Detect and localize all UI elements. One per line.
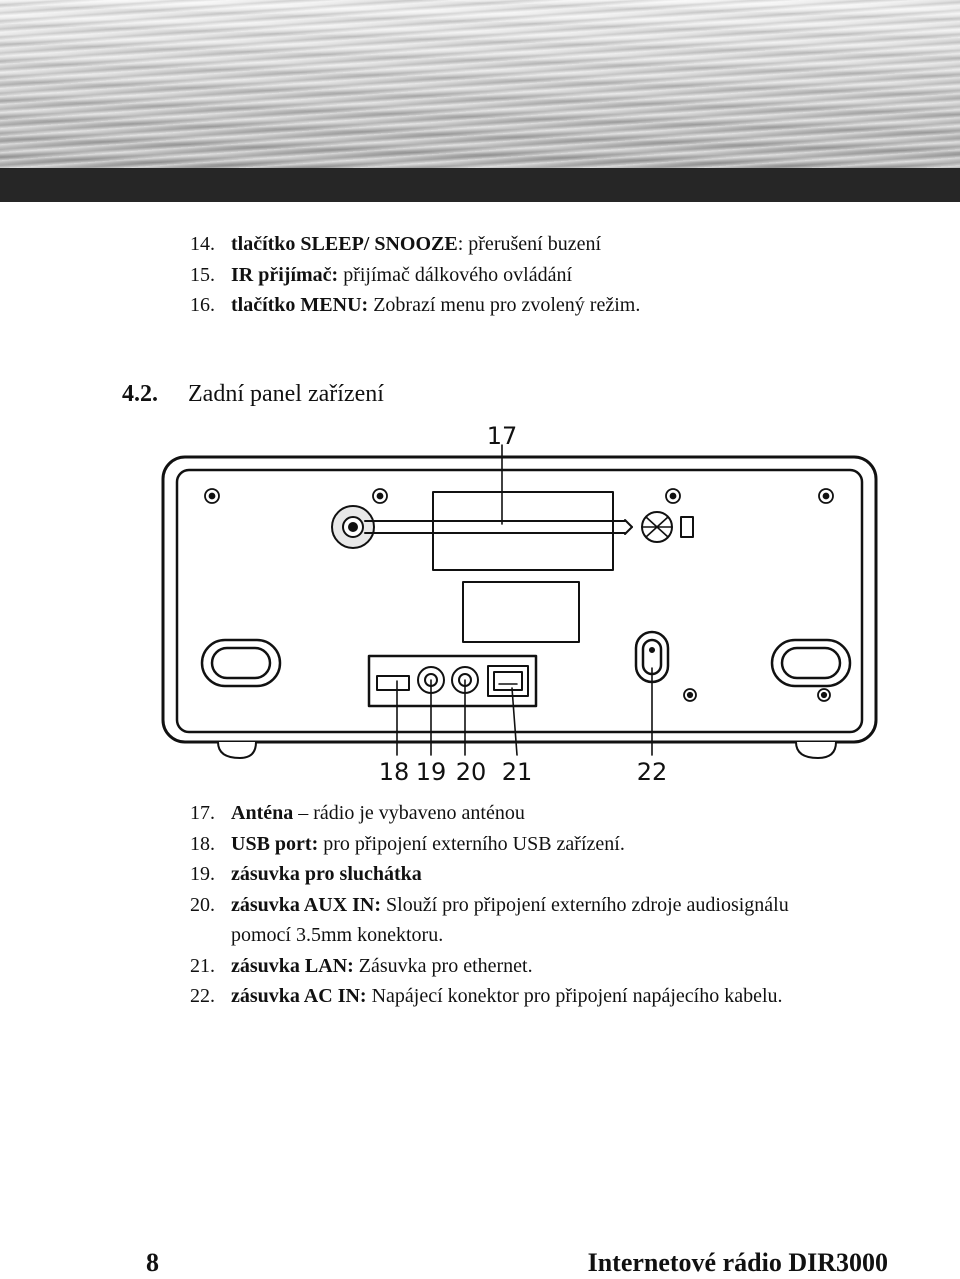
item-text: : přerušení buzení	[457, 233, 601, 255]
list-item: 18. USB port: pro připojení externího USB…	[190, 829, 789, 860]
item-number: 22.	[190, 985, 215, 1007]
callout-21: 21	[502, 758, 533, 786]
item-term: tlačítko MENU:	[231, 294, 369, 316]
item-term: zásuvka LAN:	[231, 954, 354, 977]
lan-port-icon	[487, 665, 529, 697]
handle-recess-left	[200, 638, 282, 688]
item-number: 17.	[190, 802, 215, 824]
bottom-list: 17. Anténa – rádio je vybaveno anténou 18…	[190, 798, 789, 1012]
list-item: 20. zásuvka AUX IN: Slouží pro připojení …	[190, 890, 789, 951]
item-number: 14.	[190, 233, 215, 255]
list-item: 14. tlačítko SLEEP/ SNOOZE: přerušení buz…	[190, 229, 640, 260]
list-item: 16. tlačítko MENU: Zobrazí menu pro zvole…	[190, 290, 640, 321]
product-title: Internetové rádio DIR3000	[587, 1248, 888, 1277]
item-number: 18.	[190, 832, 215, 855]
callout-17: 17	[487, 422, 518, 450]
item-number: 16.	[190, 294, 215, 316]
item-text-continued: pomocí 3.5mm konektoru.	[231, 924, 444, 946]
item-text: přijímač dálkového ovládání	[338, 263, 573, 286]
item-term: zásuvka pro sluchátka	[231, 863, 422, 885]
callout-22: 22	[637, 758, 668, 786]
list-item: 19. zásuvka pro sluchátka	[190, 859, 789, 890]
item-text: Napájecí konektor pro připojení napájecí…	[366, 985, 783, 1007]
callout-20: 20	[456, 758, 487, 786]
rear-panel-diagram: 17 18 19 20 21 22	[161, 422, 878, 786]
item-number: 21.	[190, 954, 215, 977]
handle-recess-right	[770, 638, 852, 688]
item-text: Zobrazí menu pro zvolený režim.	[368, 294, 641, 316]
callout-18: 18	[379, 758, 410, 786]
item-text: pro připojení externího USB zařízení.	[318, 832, 625, 855]
item-text: Zásuvka pro ethernet.	[353, 954, 533, 977]
item-term: Anténa	[231, 802, 294, 824]
list-item: 21. zásuvka LAN: Zásuvka pro ethernet.	[190, 951, 789, 982]
item-term: zásuvka AUX IN:	[231, 893, 382, 916]
foot-left	[217, 741, 257, 759]
usb-port-icon	[376, 675, 410, 691]
section-number: 4.2.	[122, 381, 158, 407]
header-band	[0, 0, 960, 168]
section-heading: 4.2. Zadní panel zařízení	[122, 381, 384, 408]
item-term: USB port:	[231, 832, 319, 855]
item-text: Slouží pro připojení externího zdroje au…	[381, 893, 789, 916]
item-number: 15.	[190, 263, 215, 286]
screw-icon	[204, 488, 834, 702]
list-item: 22. zásuvka AC IN: Napájecí konektor pro …	[190, 981, 789, 1012]
page-number: 8	[146, 1248, 159, 1277]
callout-leaders	[396, 444, 653, 756]
header-bar	[0, 168, 960, 202]
item-term: tlačítko SLEEP/ SNOOZE	[231, 233, 458, 255]
list-item: 15. IR přijímač: přijímač dálkového ovlád…	[190, 260, 640, 291]
ac-in-socket-icon	[634, 630, 670, 684]
section-title-text: Zadní panel zařízení	[188, 381, 384, 407]
list-item: 17. Anténa – rádio je vybaveno anténou	[190, 798, 789, 829]
foot-right	[795, 741, 837, 759]
label-area-bottom	[462, 581, 580, 643]
label-area-top	[432, 491, 614, 571]
item-text: – rádio je vybaveno anténou	[293, 802, 525, 824]
item-term: zásuvka AC IN:	[231, 985, 367, 1007]
top-list: 14. tlačítko SLEEP/ SNOOZE: přerušení buz…	[190, 229, 640, 321]
callout-19: 19	[416, 758, 447, 786]
item-number: 20.	[190, 893, 215, 916]
housing-outer	[161, 455, 878, 744]
housing-inner	[175, 468, 864, 734]
item-number: 19.	[190, 863, 215, 885]
antenna-icon	[331, 505, 694, 549]
item-term: IR přijímač:	[231, 263, 339, 286]
